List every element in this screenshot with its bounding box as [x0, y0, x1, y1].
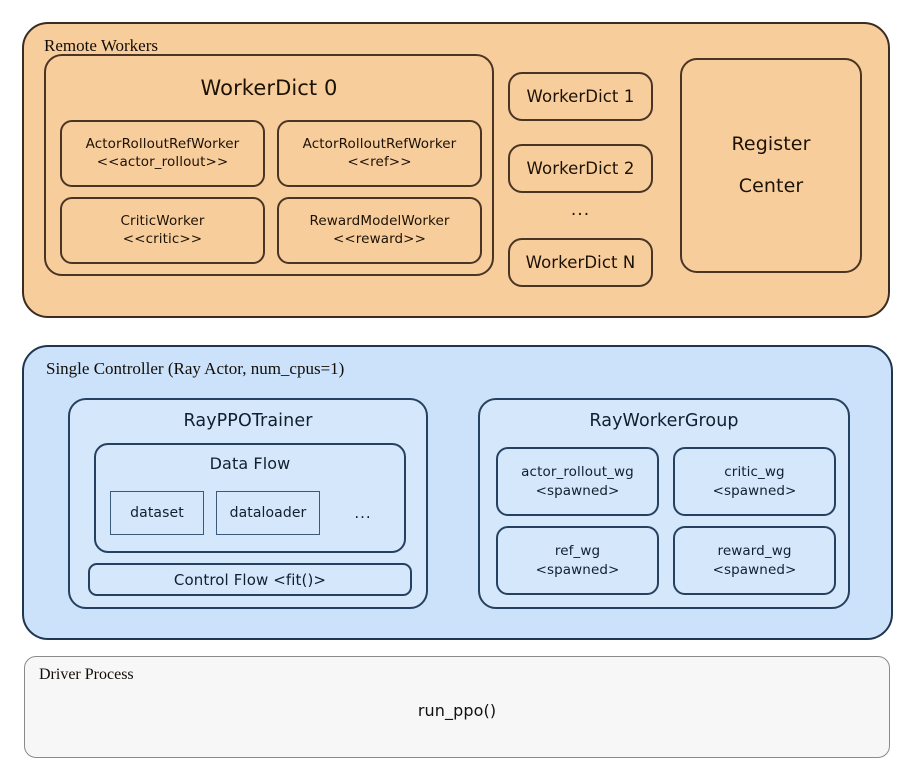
actor-rollout-ref-worker-ref[interactable]: ActorRolloutRefWorker <<ref>>	[277, 120, 482, 187]
dataloader-box[interactable]: dataloader	[216, 490, 320, 535]
reward-wg-cell[interactable]: reward_wg <spawned>	[673, 526, 836, 595]
data-flow-box[interactable]: Data Flow dataset dataloader ...	[94, 443, 406, 553]
worker-role-tag: <<actor_rollout>>	[96, 153, 229, 170]
wg-name: critic_wg	[724, 464, 785, 481]
worker-dict-1-label: WorkerDict 1	[526, 87, 635, 106]
run-ppo-entrypoint: run_ppo()	[417, 701, 497, 720]
worker-role-tag: <<ref>>	[347, 153, 412, 170]
worker-dict-0-title: WorkerDict 0	[200, 76, 338, 100]
worker-class-name: RewardModelWorker	[309, 212, 450, 229]
wg-name: actor_rollout_wg	[521, 464, 634, 481]
worker-dict-1-box[interactable]: WorkerDict 1	[508, 72, 653, 121]
worker-dict-n-label: WorkerDict N	[525, 253, 636, 272]
data-flow-items-row: dataset dataloader ...	[110, 490, 394, 535]
single-controller-title: Single Controller (Ray Actor, num_cpus=1…	[46, 359, 345, 378]
data-flow-title: Data Flow	[209, 454, 291, 473]
wg-state: <spawned>	[535, 561, 620, 578]
ray-worker-group-box[interactable]: RayWorkerGroup actor_rollout_wg <spawned…	[478, 398, 850, 609]
wg-name: reward_wg	[717, 543, 792, 560]
control-flow-label: Control Flow <fit()>	[173, 570, 327, 589]
worker-class-name: ActorRolloutRefWorker	[302, 135, 457, 152]
wg-state: <spawned>	[535, 482, 620, 499]
wg-state: <spawned>	[712, 561, 797, 578]
worker-dict-0-box[interactable]: WorkerDict 0 ActorRolloutRefWorker <<act…	[44, 54, 494, 276]
worker-dict-0-grid: ActorRolloutRefWorker <<actor_rollout>> …	[60, 120, 482, 264]
dataloader-label: dataloader	[229, 504, 307, 521]
control-flow-box[interactable]: Control Flow <fit()>	[88, 563, 412, 596]
wg-state: <spawned>	[712, 482, 797, 499]
driver-process-title: Driver Process	[39, 666, 134, 683]
ray-worker-group-title: RayWorkerGroup	[589, 411, 739, 431]
worker-class-name: CriticWorker	[120, 212, 205, 229]
worker-role-tag: <<critic>>	[122, 230, 203, 247]
actor-rollout-wg-cell[interactable]: actor_rollout_wg <spawned>	[496, 447, 659, 516]
remote-workers-title: Remote Workers	[44, 36, 158, 55]
worker-dict-2-box[interactable]: WorkerDict 2	[508, 144, 653, 193]
dataset-label: dataset	[130, 504, 184, 521]
ref-wg-cell[interactable]: ref_wg <spawned>	[496, 526, 659, 595]
dataset-box[interactable]: dataset	[110, 490, 204, 535]
worker-class-name: ActorRolloutRefWorker	[85, 135, 240, 152]
register-center-line-2: Center	[738, 174, 804, 197]
register-center-line-1: Register	[731, 132, 811, 155]
actor-rollout-ref-worker-actor-rollout[interactable]: ActorRolloutRefWorker <<actor_rollout>>	[60, 120, 265, 187]
critic-wg-cell[interactable]: critic_wg <spawned>	[673, 447, 836, 516]
register-center-box[interactable]: Register Center	[680, 58, 862, 273]
worker-dict-n-box[interactable]: WorkerDict N	[508, 238, 653, 287]
ray-ppo-trainer-title: RayPPOTrainer	[183, 411, 313, 431]
data-flow-ellipsis: ...	[354, 503, 372, 522]
worker-dict-2-label: WorkerDict 2	[526, 159, 635, 178]
driver-process-panel: Driver Process run_ppo()	[24, 656, 890, 758]
ray-worker-group-grid: actor_rollout_wg <spawned> critic_wg <sp…	[496, 447, 836, 595]
wg-name: ref_wg	[554, 543, 601, 560]
worker-dict-ellipsis: ...	[570, 200, 591, 220]
critic-worker[interactable]: CriticWorker <<critic>>	[60, 197, 265, 264]
worker-role-tag: <<reward>>	[332, 230, 426, 247]
reward-model-worker[interactable]: RewardModelWorker <<reward>>	[277, 197, 482, 264]
